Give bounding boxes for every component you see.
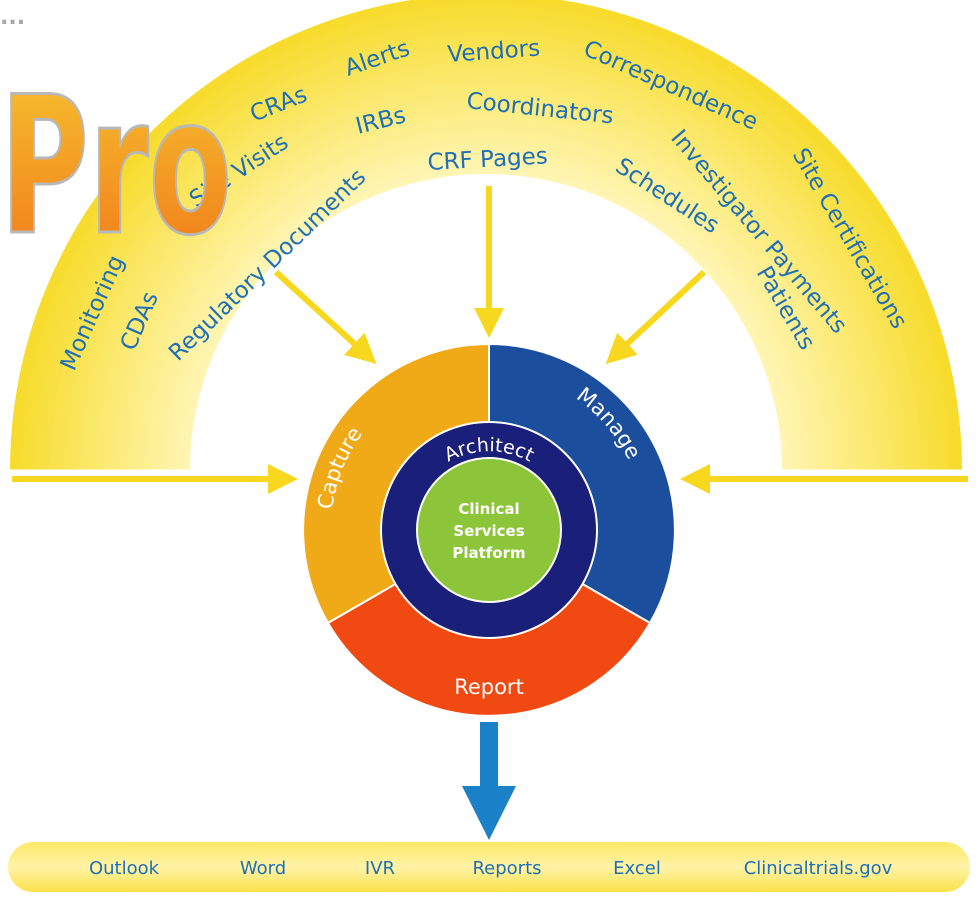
center-label-line2: Services [453,522,524,540]
pro-logo: Pro [0,56,232,277]
output-bar [8,842,970,892]
output-items: Outlook Word IVR Reports Excel Clinicaltrials… [89,858,893,879]
logo-dots: ... [0,5,25,30]
down-arrow-head [462,786,516,840]
output-outlook: Outlook [89,858,160,879]
center-platform-circle [416,457,562,603]
down-arrow-shaft [480,722,498,790]
input-arch [10,0,962,470]
arrow-upper-right [605,269,707,365]
output-clinicaltrials-gov: Clinicaltrials.gov [744,858,893,879]
output-excel: Excel [613,858,661,879]
center-label-line1: Clinical [458,500,519,518]
center-label-line3: Platform [452,544,525,562]
arrow-upper-left [273,269,377,365]
report-label: Report [454,675,524,699]
output-reports: Reports [472,858,541,879]
output-word: Word [240,858,286,879]
output-ivr: IVR [365,858,395,879]
